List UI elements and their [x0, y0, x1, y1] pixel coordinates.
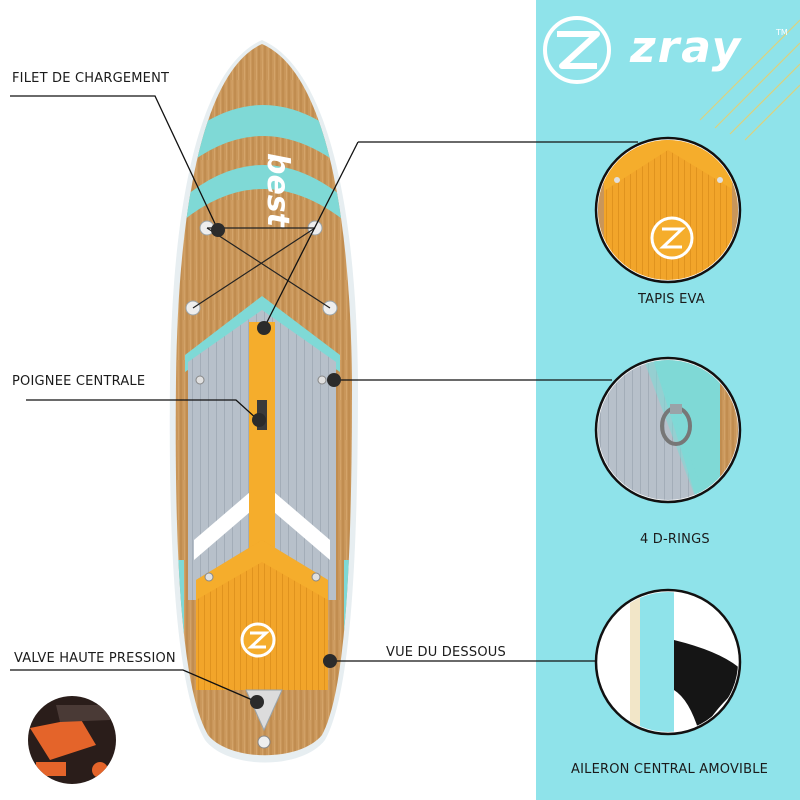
- label-eva-pad: TAPIS EVA: [638, 292, 705, 307]
- brand-wordmark: zray: [630, 22, 743, 73]
- paddle-board: best: [169, 40, 358, 763]
- label-d-rings: 4 D-RINGS: [640, 532, 710, 547]
- valve-icon: [257, 735, 271, 749]
- detail-fin: [594, 588, 742, 736]
- callout-lines: [10, 95, 638, 703]
- label-center-handle: POIGNEE CENTRALE: [12, 374, 146, 389]
- label-underside: VUE DU DESSOUS: [386, 645, 506, 660]
- label-cargo-net: FILET DE CHARGEMENT: [12, 71, 170, 86]
- zray-logo-icon: [543, 16, 611, 84]
- cargo-net-cords: [192, 227, 331, 309]
- label-fin: AILERON CENTRAL AMOVIBLE: [571, 762, 769, 777]
- detail-valve: [28, 696, 116, 784]
- tail-logo-icon: [240, 622, 276, 658]
- label-valve: VALVE HAUTE PRESSION: [14, 651, 176, 666]
- callout-dots: [211, 223, 341, 709]
- brand-tm: TM: [776, 28, 788, 37]
- panel-stripes: [699, 19, 800, 141]
- detail-d-rings: [594, 356, 742, 504]
- deck-logo-text: best: [260, 153, 295, 229]
- detail-eva-pad: [594, 136, 742, 284]
